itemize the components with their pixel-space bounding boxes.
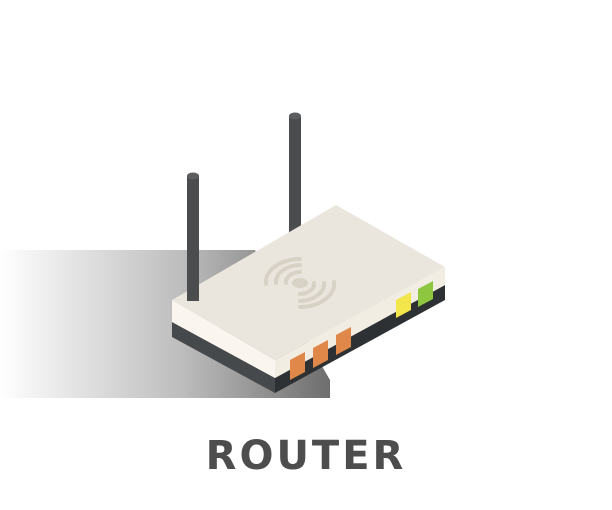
- antenna-front: [187, 172, 199, 301]
- ethernet-port: [290, 352, 305, 380]
- ethernet-ports: [290, 327, 351, 380]
- router-top-face: [172, 205, 445, 360]
- ethernet-port: [313, 340, 328, 368]
- antenna-rear: [289, 112, 301, 246]
- indicator-light-green: [418, 281, 433, 307]
- ethernet-port: [336, 327, 351, 355]
- indicator-lights: [396, 281, 433, 318]
- caption-title: ROUTER: [205, 433, 407, 479]
- router-base-left: [172, 322, 275, 393]
- indicator-light-yellow: [396, 292, 411, 318]
- wifi-icon: [263, 257, 337, 309]
- router-front-face: [172, 300, 275, 378]
